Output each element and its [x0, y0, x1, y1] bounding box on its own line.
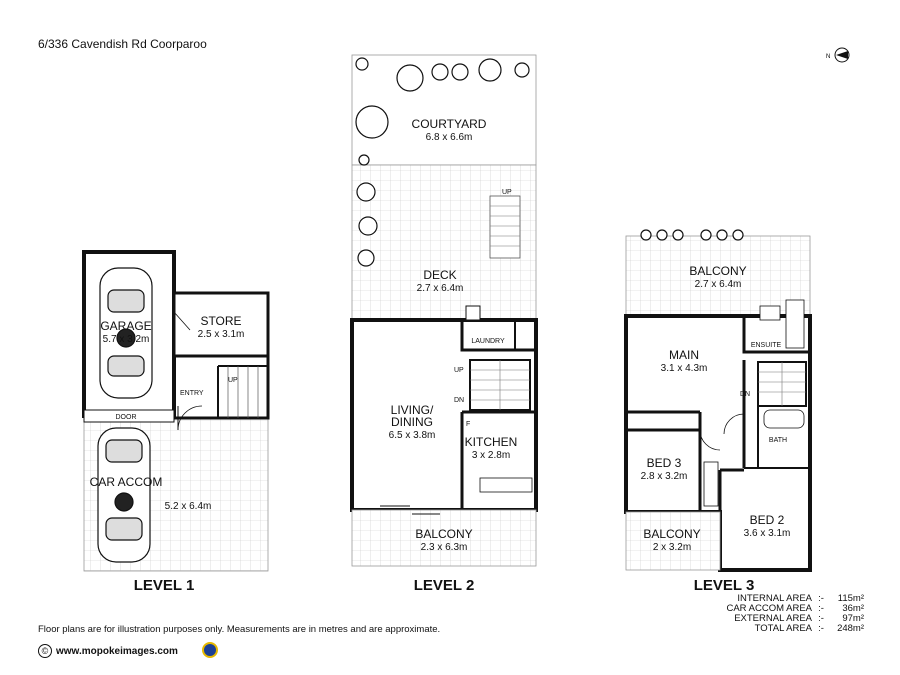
- property-address: 6/336 Cavendish Rd Coorparoo: [38, 37, 207, 51]
- fridge-label: F: [466, 421, 470, 428]
- balcony-l3-bottom-area: [625, 511, 721, 571]
- balcony-l3-top-label: BALCONY: [689, 264, 746, 278]
- balcony-l2-dim: 2.3 x 6.3m: [421, 542, 468, 553]
- level-2-title: LEVEL 2: [414, 577, 475, 594]
- living-label-2: DINING: [391, 415, 433, 429]
- living-label-1: LIVING/: [391, 403, 434, 417]
- stair-dn-l3: DN: [740, 391, 750, 398]
- website-link[interactable]: www.mopokeimages.com: [56, 646, 178, 657]
- balcony-l3-bottom-dim: 2 x 3.2m: [653, 542, 691, 553]
- area-row: INTERNAL AREA :- 115m²: [700, 594, 864, 604]
- level-3-title: LEVEL 3: [694, 577, 755, 594]
- area-row: EXTERNAL AREA :- 97m²: [700, 614, 864, 624]
- store-label: STORE: [200, 314, 241, 328]
- level-1-title: LEVEL 1: [134, 577, 195, 594]
- level-1-plan: GARAGE 5.7 x 3.2m STORE 2.5 x 3.1m ENTRY…: [82, 250, 270, 594]
- stair-dn-l2: DN: [454, 397, 464, 404]
- balcony-l2-label: BALCONY: [415, 527, 472, 541]
- deck-label: DECK: [423, 268, 456, 282]
- area-sep: :-: [818, 613, 824, 624]
- balcony-l2-area: [351, 509, 537, 567]
- laundry-label: LAUNDRY: [471, 338, 505, 345]
- balcony-l3-bottom-label: BALCONY: [643, 527, 700, 541]
- area-value: 248m²: [837, 623, 864, 634]
- car-accom-label: CAR ACCOM: [90, 475, 163, 489]
- area-sep: :-: [818, 603, 824, 614]
- area-value: 36m²: [842, 603, 864, 614]
- bed2-label: BED 2: [750, 513, 785, 527]
- tree-icon: [355, 57, 530, 267]
- area-label: EXTERNAL AREA: [734, 613, 812, 624]
- bed2-dim: 3.6 x 3.1m: [744, 528, 791, 539]
- disclaimer: Floor plans are for illustration purpose…: [38, 624, 441, 635]
- car-accom-dim: 5.2 x 6.4m: [165, 501, 212, 512]
- area-row: TOTAL AREA :- 248m²: [700, 624, 864, 634]
- brand-logo-icon: [202, 642, 218, 658]
- stair-up-courtyard: UP: [502, 189, 512, 196]
- courtyard-label: COURTYARD: [412, 117, 487, 131]
- stair-up-l1: UP: [228, 377, 238, 384]
- ensuite-label: ENSUITE: [751, 342, 782, 349]
- svg-text:N: N: [826, 54, 830, 60]
- living-dim: 6.5 x 3.8m: [389, 430, 436, 441]
- car-icon: [99, 267, 153, 399]
- planter-icon: [640, 229, 744, 241]
- copyright-icon: ©: [38, 644, 52, 658]
- area-label: INTERNAL AREA: [737, 593, 812, 604]
- balcony-l3-top-dim: 2.7 x 6.4m: [695, 279, 742, 290]
- area-sep: :-: [818, 593, 824, 604]
- website-credit: © www.mopokeimages.com: [38, 644, 178, 658]
- garage-label: GARAGE: [100, 319, 151, 333]
- store-room: [172, 291, 270, 358]
- kitchen-label: KITCHEN: [465, 435, 518, 449]
- level-3-plan: DN BALCONY 2.7 x 6.4m MAIN 3.1 x 4.3m EN…: [624, 229, 812, 594]
- balcony-l3-top-area: [625, 235, 811, 317]
- car-icon: [97, 427, 151, 563]
- area-value: 115m²: [837, 593, 864, 604]
- main-dim: 3.1 x 4.3m: [661, 363, 708, 374]
- kitchen-dim: 3 x 2.8m: [472, 450, 510, 461]
- area-label: TOTAL AREA: [754, 623, 812, 634]
- main-label: MAIN: [669, 348, 699, 362]
- area-summary: INTERNAL AREA :- 115m² CAR ACCOM AREA :-…: [700, 594, 864, 634]
- store-dim: 2.5 x 3.1m: [198, 329, 245, 340]
- north-arrow-icon: N: [826, 46, 852, 69]
- bed3-dim: 2.8 x 3.2m: [641, 471, 688, 482]
- bath-label: BATH: [769, 437, 787, 444]
- garage-dim: 5.7 x 3.2m: [103, 334, 150, 345]
- bed3-label: BED 3: [647, 456, 682, 470]
- area-sep: :-: [818, 623, 824, 634]
- courtyard-dim: 6.8 x 6.6m: [426, 132, 473, 143]
- level-2-plan: UP UP DN COURTYARD: [350, 54, 538, 594]
- entry-label: ENTRY: [180, 390, 204, 397]
- area-label: CAR ACCOM AREA: [726, 603, 812, 614]
- area-row: CAR ACCOM AREA :- 36m²: [700, 604, 864, 614]
- area-value: 97m²: [842, 613, 864, 624]
- stair-up-l2: UP: [454, 367, 464, 374]
- deck-dim: 2.7 x 6.4m: [417, 283, 464, 294]
- door-label: DOOR: [116, 414, 137, 421]
